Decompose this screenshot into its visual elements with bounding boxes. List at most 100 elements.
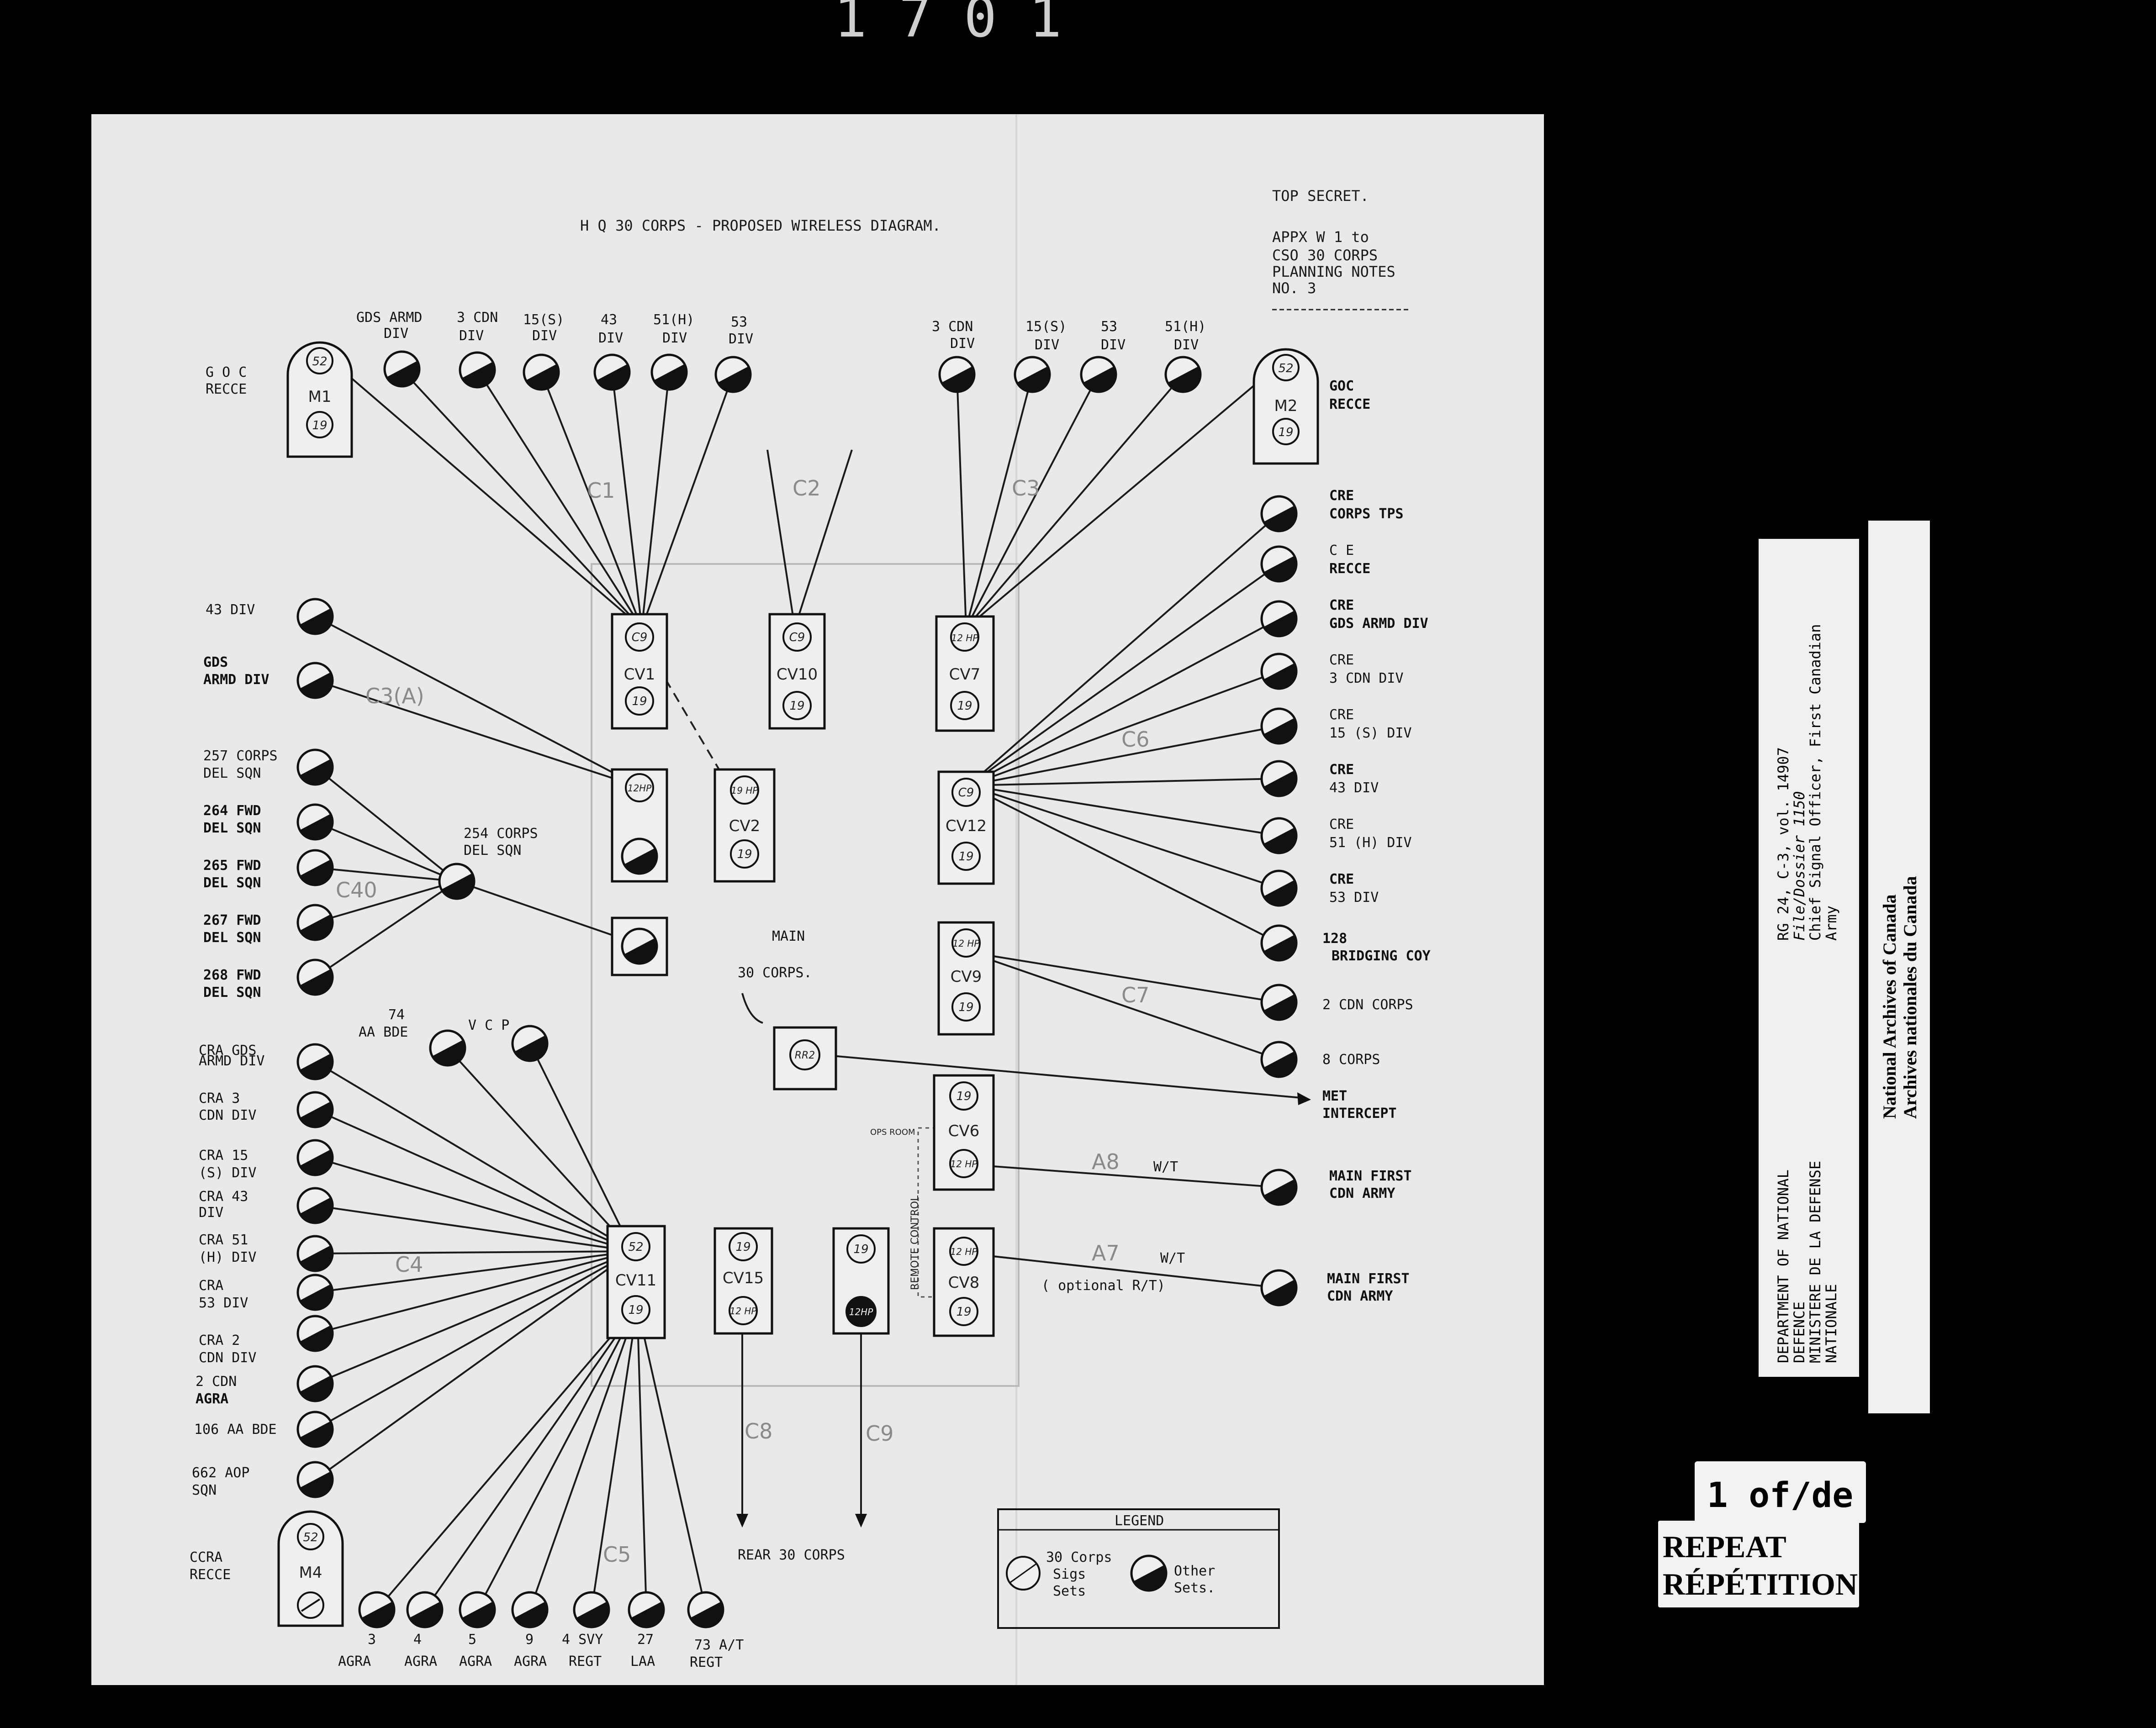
mf-1-l1: MAIN FIRST xyxy=(1329,1168,1412,1184)
cra-9-l1: 106 AA BDE xyxy=(194,1422,277,1438)
legend-item1-l1: 30 Corps xyxy=(1046,1549,1112,1565)
cv12-name: CV12 xyxy=(946,817,987,835)
cv6-top: 19 xyxy=(956,1090,971,1103)
cre-3-l1: CRE xyxy=(1329,597,1354,613)
bt-4-l2: AGRA xyxy=(514,1654,547,1670)
bt-3-l2: AGRA xyxy=(459,1654,492,1670)
m1-label: G O C xyxy=(206,364,247,380)
tl-3-l1: 15(S) xyxy=(523,312,564,328)
vehicle-cv10: C9 CV10 19 xyxy=(768,613,826,730)
tl-6-l2: DIV xyxy=(729,331,753,347)
del-3-l2: DEL SQN xyxy=(203,875,261,891)
m4-top: 52 xyxy=(303,1531,318,1544)
tl-5-l2: DIV xyxy=(662,330,687,346)
mf-1-l2: CDN ARMY xyxy=(1329,1185,1395,1201)
cv11-name: CV11 xyxy=(615,1271,656,1290)
recce-m2: 52 M2 19 xyxy=(1252,348,1319,465)
bt-1-l1: 3 xyxy=(368,1632,376,1648)
frame-stamp: 1 of/de xyxy=(1695,1461,1866,1523)
bt-2-l1: 4 xyxy=(413,1632,422,1648)
archive-ref-card: DEPARTMENT OF NATIONAL DEFENCE MINISTERE… xyxy=(1759,539,1859,1377)
vehicle-cv1: C9 CV1 19 xyxy=(611,613,668,730)
cra-1-l2: ARMD DIV xyxy=(199,1053,265,1069)
m2-name: M2 xyxy=(1274,397,1298,415)
bt-2-l2: AGRA xyxy=(404,1654,437,1670)
net-c7: C7 xyxy=(1121,983,1149,1007)
tr-3-l2: DIV xyxy=(1101,337,1126,353)
cv10-bottom: 19 xyxy=(789,699,804,713)
nac-fr: Archives nationales du Canada xyxy=(1900,876,1920,1119)
cra-6-l2: 53 DIV xyxy=(199,1295,248,1311)
vehicle-cv15: 19 CV15 12 HP xyxy=(713,1227,773,1335)
remote-control-bracket xyxy=(917,1127,936,1298)
met-l1: MET xyxy=(1322,1088,1347,1104)
bt-5-l1: 4 SVY xyxy=(562,1632,603,1648)
cv2-name: CV2 xyxy=(729,817,761,835)
cv2-top: 19 HP xyxy=(731,785,759,796)
cv9-top: 12 HP xyxy=(953,938,980,949)
cre-9-l1: 128 xyxy=(1322,931,1347,947)
cv9-bottom: 19 xyxy=(958,1001,973,1014)
legend-item1-l2: Sigs xyxy=(1053,1566,1086,1582)
cv15-top: 19 xyxy=(735,1240,750,1254)
m2-label-2: RECCE xyxy=(1329,396,1370,412)
cv10-top: C9 xyxy=(789,631,805,644)
cre-3-l2: GDS ARMD DIV xyxy=(1329,616,1428,632)
net-c40: C40 xyxy=(336,878,377,902)
cv8-top: 12 HP xyxy=(951,1246,978,1257)
cra-10-l2: SQN xyxy=(192,1482,217,1498)
nac-en: National Archives of Canada xyxy=(1879,894,1900,1119)
net-c2: C2 xyxy=(793,476,820,500)
del-2-l2: DEL SQN xyxy=(203,820,261,836)
tl-2-l1: 3 CDN xyxy=(457,310,498,326)
aa-bde-l1: 74 xyxy=(388,1007,405,1023)
lm-2-l1: GDS xyxy=(203,654,228,670)
cre-4-l1: CRE xyxy=(1329,652,1354,668)
del-4-l1: 267 FWD xyxy=(203,912,261,928)
net-rear: REAR 30 CORPS xyxy=(738,1547,845,1563)
tl-5-l1: 51(H) xyxy=(653,312,694,328)
legend-item1-l3: Sets xyxy=(1053,1583,1086,1599)
vehicle-cv7: 12 HP CV7 19 xyxy=(935,615,995,732)
tl-1-l1: GDS ARMD xyxy=(356,310,423,326)
tl-6-l1: 53 xyxy=(731,314,747,330)
appx-line-4: NO. 3 xyxy=(1272,279,1316,297)
lm-2-l2: ARMD DIV xyxy=(203,672,270,688)
bt-1-l2: AGRA xyxy=(338,1654,371,1670)
net-c9: C9 xyxy=(866,1421,893,1446)
net-c6: C6 xyxy=(1121,727,1149,752)
bt-6-l1: 27 xyxy=(637,1632,654,1648)
ref-4: Army xyxy=(1823,906,1840,941)
cre-9-l2: BRIDGING COY xyxy=(1332,948,1431,964)
cv7-name: CV7 xyxy=(949,665,981,684)
tl-1-l2: DIV xyxy=(384,326,408,342)
cra-3-l2: (S) DIV xyxy=(199,1165,256,1181)
cv12-top: C9 xyxy=(958,786,974,800)
vehicle-small-left xyxy=(611,917,668,976)
tl-4-l2: DIV xyxy=(598,330,623,346)
ref-2: File/Dossier 1150 xyxy=(1791,791,1808,941)
cra-8-l2: AGRA xyxy=(196,1391,228,1407)
cra-7-l2: CDN DIV xyxy=(199,1350,256,1366)
bt-4-l1: 9 xyxy=(525,1632,534,1648)
cv11-top: 52 xyxy=(628,1240,643,1254)
cv1-name: CV1 xyxy=(624,665,655,684)
net-c8: C8 xyxy=(745,1419,772,1444)
cre-7-l1: CRE xyxy=(1329,817,1354,832)
recce-m4: 52 M4 xyxy=(277,1510,344,1627)
bt-6-l2: LAA xyxy=(630,1654,655,1670)
net-c3a: C3(A) xyxy=(365,684,424,708)
vehicle-cv11: 52 CV11 19 xyxy=(606,1225,666,1339)
cre-6-l2: 43 DIV xyxy=(1329,780,1379,796)
cv6-bottom: 12 HP xyxy=(951,1159,978,1170)
bt-7-l2: REGT xyxy=(690,1654,723,1670)
tl-3-l2: DIV xyxy=(532,328,557,344)
cv7-bottom: 19 xyxy=(957,699,972,713)
vehicle-plain-left: 12HP xyxy=(611,768,668,883)
vehicle-plain-right: 19 12HP xyxy=(832,1227,890,1335)
del-5-l1: 268 FWD xyxy=(203,967,261,983)
net-c4: C4 xyxy=(395,1252,423,1277)
cre-5-l2: 15 (S) DIV xyxy=(1329,725,1412,741)
tr-1-l2: DIV xyxy=(950,336,975,352)
